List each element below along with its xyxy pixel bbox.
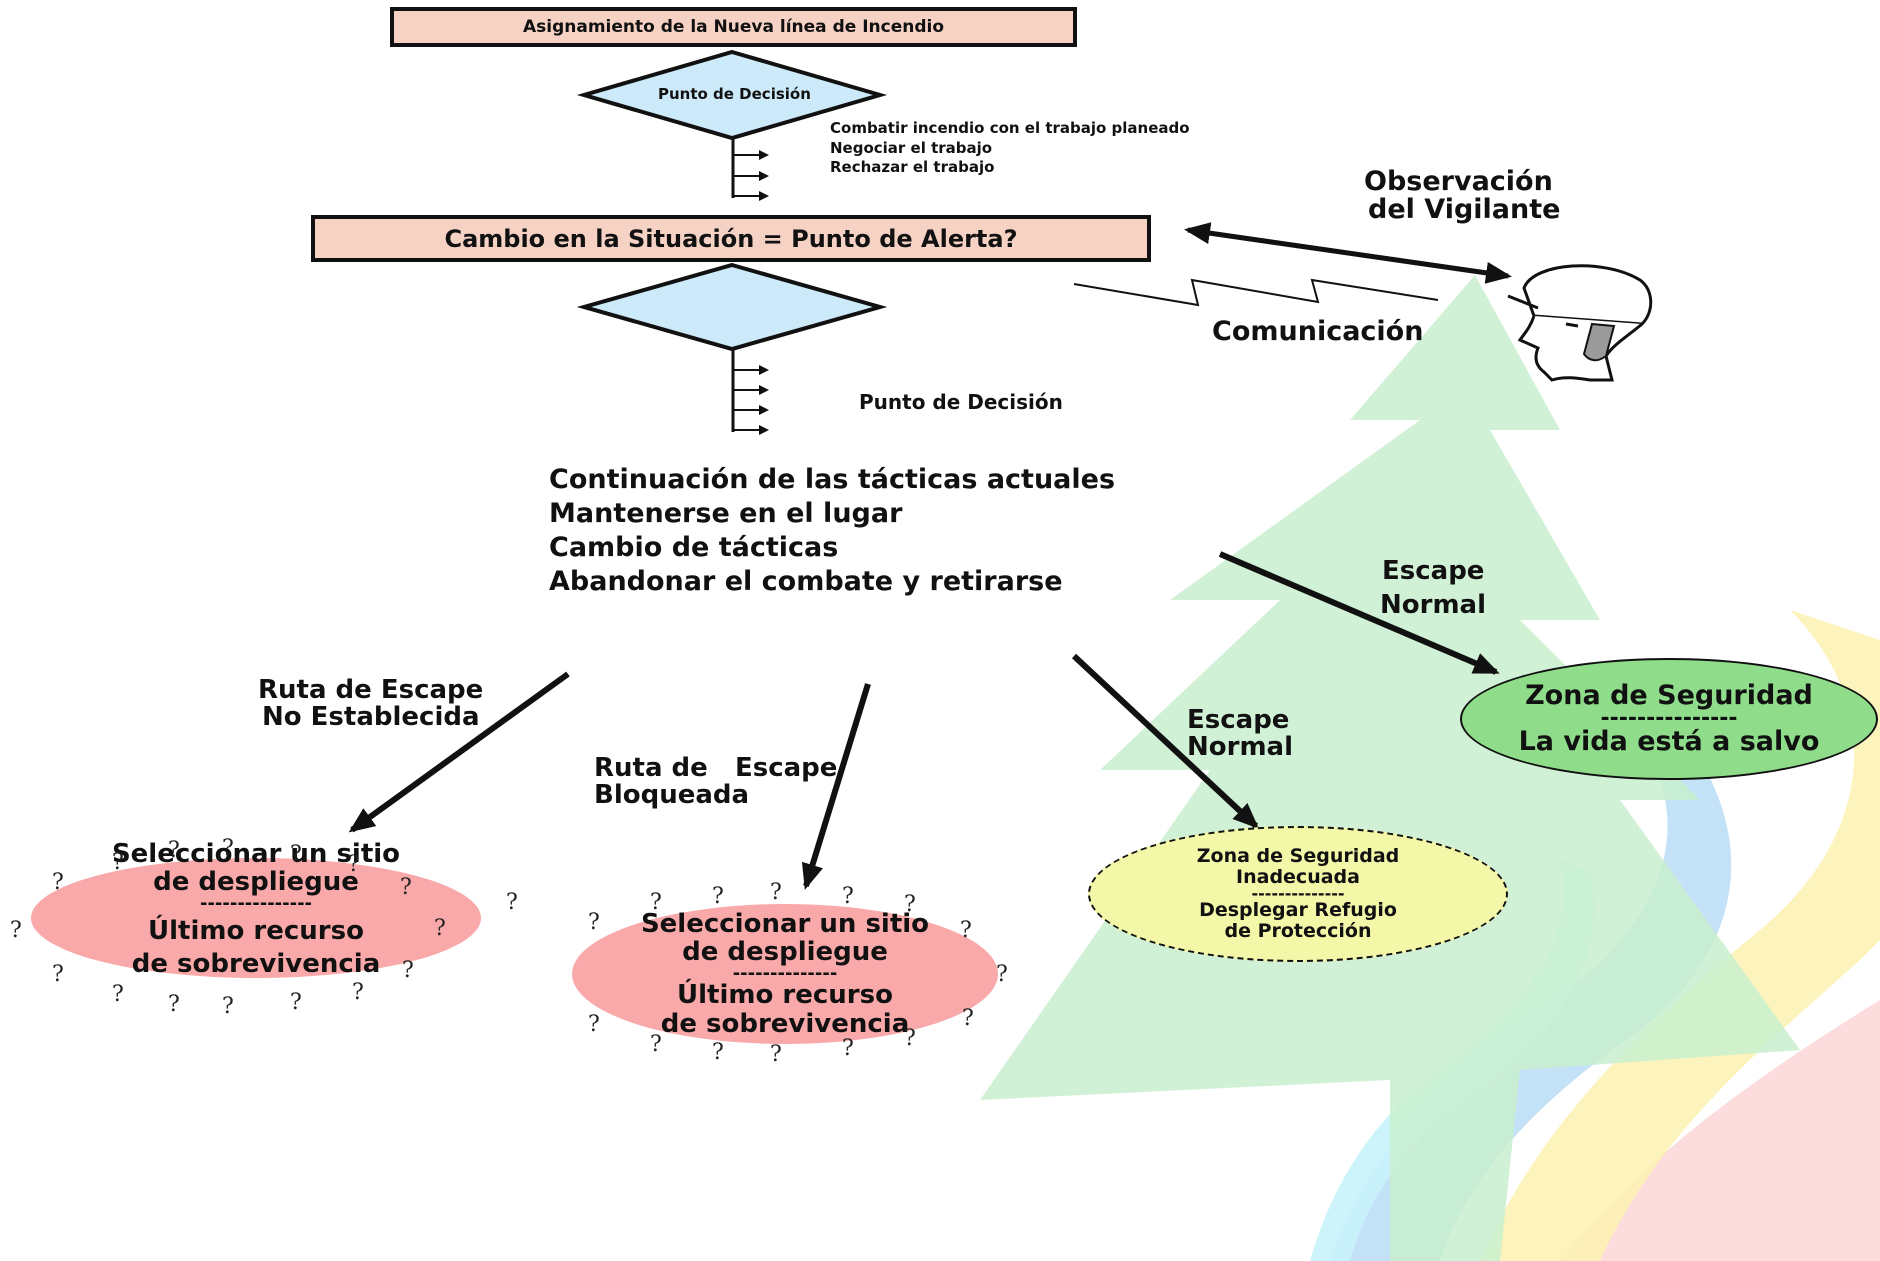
question-mark: ? — [112, 982, 124, 1007]
question-mark: ? — [348, 852, 360, 877]
safety-zone-title: Zona de Seguridad — [1525, 680, 1813, 712]
question-mark: ? — [588, 1012, 600, 1037]
flame-ribbon-yellow — [1480, 610, 1880, 1261]
question-mark: ? — [290, 990, 302, 1015]
flame-ribbon-cyan — [1310, 860, 1595, 1261]
deploy-left-sep: --------------- — [199, 893, 313, 914]
inadequate-zone-ellipse: Zona de Seguridad Inadecuada -----------… — [1088, 826, 1508, 962]
escape-not-established-2: No Establecida — [262, 702, 480, 732]
communication-label: Comunicación — [1212, 316, 1424, 347]
question-mark: ? — [770, 1042, 782, 1067]
safety-zone-ellipse: Zona de Seguridad --------------- La vid… — [1460, 658, 1878, 780]
question-mark: ? — [996, 962, 1008, 987]
decision-diamond-2 — [576, 262, 888, 352]
question-mark: ? — [434, 916, 446, 941]
question-mark: ? — [904, 892, 916, 917]
inadequate-zone-line1: Zona de Seguridad — [1196, 845, 1400, 868]
escape-blocked-1: Ruta de Escape — [594, 753, 838, 783]
question-mark: ? — [290, 842, 302, 867]
question-mark: ? — [588, 910, 600, 935]
question-mark: ? — [506, 890, 518, 915]
inadequate-zone-line3: Desplegar Refugio — [1199, 899, 1397, 921]
escape-normal-b-2: Normal — [1380, 590, 1486, 620]
alert-box-label: Cambio en la Situación = Punto de Alerta… — [444, 224, 1018, 253]
question-mark: ? — [402, 958, 414, 983]
safety-zone-sep: --------------- — [1600, 706, 1738, 731]
tactic-1: Continuación de las tácticas actuales — [549, 464, 1116, 495]
alert-box: Cambio en la Situación = Punto de Alerta… — [311, 215, 1151, 262]
question-mark: ? — [960, 918, 972, 943]
tactic-3: Cambio de tácticas — [549, 532, 839, 563]
arrow-escape-blocked — [801, 683, 871, 890]
arrow-escape-normal-safety — [1218, 551, 1500, 675]
decision1-option-2: Negociar el trabajo — [830, 139, 993, 157]
flame-ribbon-red — [1560, 1000, 1880, 1261]
deploy-mid-sep: -------------- — [732, 963, 838, 984]
deploy-mid-ellipse: Seleccionar un sitio de despliegue -----… — [572, 904, 998, 1044]
question-mark: ? — [650, 890, 662, 915]
assignment-box-label: Asignamiento de la Nueva línea de Incend… — [522, 17, 944, 37]
assignment-box: Asignamiento de la Nueva línea de Incend… — [390, 7, 1077, 47]
inadequate-zone-line4: de Protección — [1224, 919, 1372, 942]
deploy-mid-line4: de sobrevivencia — [660, 1008, 910, 1039]
question-mark: ? — [112, 850, 124, 875]
question-mark: ? — [770, 880, 782, 905]
question-mark: ? — [222, 836, 234, 861]
lookout-arrow — [1184, 222, 1512, 284]
deploy-left-line3: Último recurso — [148, 916, 364, 946]
question-mark: ? — [842, 1036, 854, 1061]
decision1-option-3: Rechazar el trabajo — [830, 158, 995, 176]
inadequate-zone-line2: Inadecuada — [1236, 866, 1360, 889]
tactic-2: Mantenerse en el lugar — [549, 498, 903, 529]
deploy-left-line2: de despliegue — [153, 867, 359, 898]
tree-shape — [980, 275, 1800, 1261]
arrow-escape-normal-inadequate — [1071, 653, 1259, 829]
tactics-list: Continuación de las tácticas actuales Ma… — [549, 463, 1115, 599]
question-mark: ? — [712, 1040, 724, 1065]
lookout-title-2: del Vigilante — [1368, 194, 1561, 225]
question-mark: ? — [712, 884, 724, 909]
escape-blocked-2: Bloqueada — [594, 780, 750, 810]
deploy-mid-line3: Último recurso — [677, 980, 893, 1010]
deploy-left-line4: de sobrevivencia — [131, 948, 381, 979]
question-mark: ? — [222, 994, 234, 1019]
communication-line — [1073, 278, 1439, 307]
escape-not-established-1: Ruta de Escape — [258, 675, 484, 705]
question-mark: ? — [168, 838, 180, 863]
escape-normal-b-1: Escape — [1382, 556, 1485, 586]
question-mark: ? — [962, 1006, 974, 1031]
lookout-helmet-icon — [1507, 264, 1653, 382]
deploy-left-line1: Seleccionar un sitio — [111, 838, 401, 869]
question-mark: ? — [842, 884, 854, 909]
deploy-mid-line1: Seleccionar un sitio — [640, 908, 930, 939]
decision2-label: Punto de Decisión — [859, 390, 1063, 414]
question-mark: ? — [650, 1032, 662, 1057]
deploy-left-ellipse: Seleccionar un sitio de despliegue -----… — [31, 840, 481, 979]
inadequate-zone-sep: -------------- — [1251, 884, 1345, 903]
arrow-escape-not-established — [348, 671, 570, 833]
question-mark: ? — [400, 875, 412, 900]
safety-zone-subtitle: La vida está a salvo — [1518, 726, 1820, 757]
deploy-mid-line2: de despliegue — [682, 937, 888, 968]
question-mark: ? — [352, 980, 364, 1005]
question-mark: ? — [168, 992, 180, 1017]
escape-normal-a-1: Escape — [1187, 705, 1290, 735]
escape-normal-a-2: Normal — [1187, 732, 1293, 762]
question-mark: ? — [10, 918, 22, 943]
question-mark: ? — [52, 870, 64, 895]
lookout-title-1: Observación — [1364, 166, 1553, 197]
decision1-option-1: Combatir incendio con el trabajo planead… — [830, 119, 1190, 137]
decision1-label: Punto de Decisión — [658, 85, 811, 103]
tactic-4: Abandonar el combate y retirarse — [549, 566, 1063, 597]
question-mark: ? — [52, 962, 64, 987]
question-mark: ? — [904, 1026, 916, 1051]
